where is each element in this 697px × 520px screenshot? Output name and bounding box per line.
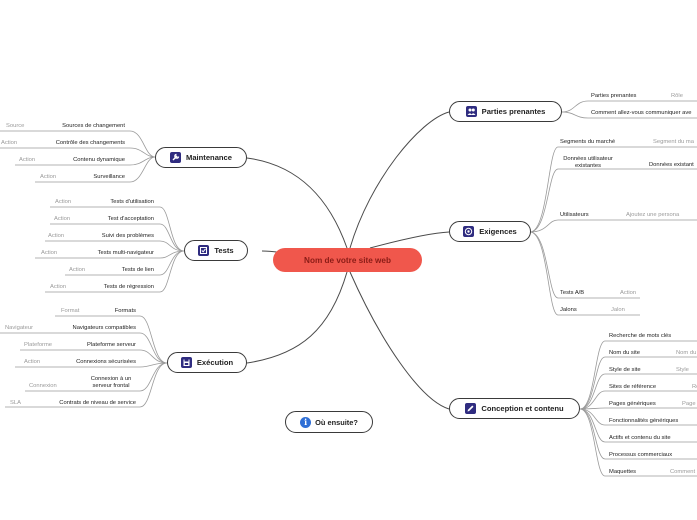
leaf-note: Rôle <box>671 93 683 99</box>
leaf-item[interactable]: Connexion à un serveur frontal <box>90 376 132 389</box>
leaf-note: Action <box>41 250 58 256</box>
leaf-item[interactable]: Formats <box>114 308 136 314</box>
leaf-note: Action <box>54 216 71 222</box>
leaf-note: Action <box>1 140 18 146</box>
leaf-item[interactable]: Test d'acceptation <box>107 216 154 222</box>
leaf-note: Style <box>676 367 689 373</box>
leaf-item[interactable]: Processus commerciaux <box>609 452 673 458</box>
leaf-item[interactable]: Segments du marché <box>560 139 616 145</box>
where-next-button[interactable]: i Où ensuite? <box>285 411 373 433</box>
leaf-item[interactable]: Suivi des problèmes <box>101 233 154 239</box>
leaf-item[interactable]: Sites de référence <box>609 384 657 390</box>
leaf-item[interactable]: Tests de régression <box>103 284 154 290</box>
leaf-item[interactable]: Données utilisateur existantes <box>563 156 613 169</box>
leaf-item[interactable]: Contenu dynamique <box>73 157 125 163</box>
info-icon: i <box>300 416 312 428</box>
people-icon <box>465 106 477 117</box>
checklist-icon <box>198 245 210 256</box>
leaf-note: Navigateur <box>5 325 34 331</box>
leaf-item[interactable]: Pages génériques <box>609 401 656 407</box>
wrench-icon <box>170 152 181 163</box>
leaf-note: Re <box>692 384 697 390</box>
node-label: Maintenance <box>186 153 232 162</box>
leaf-note: Action <box>40 174 57 180</box>
leaf-item[interactable]: Tests multi-navigateur <box>97 250 154 256</box>
leaf-note: Action <box>50 284 67 290</box>
leaf-note: Ajoutez une persona <box>626 212 680 218</box>
leaf-note: Comment <box>670 469 696 475</box>
leaf-item[interactable]: Fonctionnalités génériques <box>609 418 679 424</box>
leaf-note: Connexion <box>29 383 57 389</box>
node-parties-prenantes[interactable]: Parties prenantes <box>449 101 562 122</box>
leaf-note: Segment du ma <box>653 139 694 145</box>
leaf-item[interactable]: Données existant <box>649 162 694 168</box>
leaf-item[interactable]: Comment allez-vous communiquer ave <box>591 110 692 116</box>
leaf-item[interactable]: Utilisateurs <box>560 212 589 218</box>
leaf-note: SLA <box>10 400 21 406</box>
leaf-item[interactable]: Nom du site <box>609 350 640 356</box>
leaf-item[interactable]: Recherche de mots clés <box>609 333 672 339</box>
node-label: Exigences <box>479 227 517 236</box>
save-disk-icon <box>180 357 192 368</box>
leaf-item[interactable]: Tests d'utilisation <box>110 199 154 205</box>
leaf-note: Action <box>24 359 41 365</box>
leaf-item[interactable]: Connexions sécurisées <box>76 359 136 365</box>
leaf-note: Plateforme <box>24 342 53 348</box>
leaf-note: Source <box>6 123 25 129</box>
node-label: Exécution <box>196 358 234 367</box>
node-label: Conception et contenu <box>481 404 564 413</box>
leaf-item[interactable]: Navigateurs compatibles <box>72 325 136 331</box>
leaf-item[interactable]: Style de site <box>609 367 641 373</box>
leaf-item[interactable]: Plateforme serveur <box>87 342 136 348</box>
node-label: Tests <box>214 246 234 255</box>
leaf-item[interactable]: Tests de lien <box>121 267 154 273</box>
where-next-label: Où ensuite? <box>315 417 358 427</box>
leaf-note: Action <box>48 233 65 239</box>
central-topic[interactable]: Nom de votre site web <box>273 248 422 272</box>
leaf-note: Jalon <box>611 307 625 313</box>
pencil-icon <box>465 403 477 414</box>
leaf-item[interactable]: Actifs et contenu du site <box>609 435 671 441</box>
leaf-item[interactable]: Sources de changement <box>62 123 125 129</box>
leaf-note: Page <box>682 401 696 407</box>
node-maintenance[interactable]: Maintenance <box>155 147 247 168</box>
node-tests[interactable]: Tests <box>184 240 248 261</box>
leaf-item[interactable]: Parties prenantes <box>591 93 637 99</box>
leaf-item[interactable]: Surveillance <box>93 174 125 180</box>
leaf-item[interactable]: Contrats de niveau de service <box>59 400 136 406</box>
node-conception-contenu[interactable]: Conception et contenu <box>449 398 580 419</box>
leaf-item[interactable]: Maquettes <box>609 469 637 475</box>
leaf-note: Action <box>19 157 36 163</box>
leaf-item[interactable]: Jalons <box>560 307 577 313</box>
leaf-note: Action <box>69 267 86 273</box>
leaf-item[interactable]: Contrôle des changements <box>55 140 125 146</box>
leaf-note: Action <box>620 290 637 296</box>
leaf-note: Action <box>55 199 72 205</box>
leaf-note: Nom du <box>676 350 697 356</box>
node-exigences[interactable]: Exigences <box>449 221 531 242</box>
node-label: Parties prenantes <box>481 107 546 116</box>
leaf-item[interactable]: Tests A/B <box>560 290 585 296</box>
target-icon <box>463 226 475 237</box>
node-execution[interactable]: Exécution <box>167 352 247 373</box>
leaf-note: Format <box>61 308 80 314</box>
